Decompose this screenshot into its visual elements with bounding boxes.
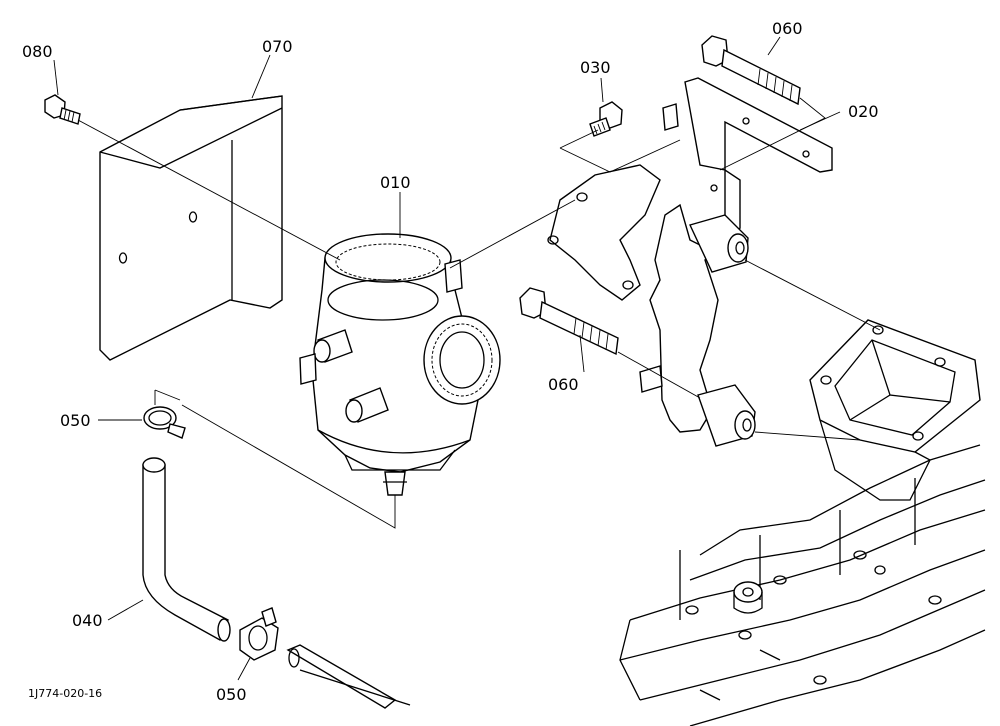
part-070-cover[interactable] (99, 95, 283, 361)
callout-050-lower: 050 (216, 685, 247, 704)
callout-060-lower: 060 (548, 375, 579, 394)
part-010-filter[interactable] (299, 233, 501, 496)
callout-labels: 080 070 010 030 060 020 060 050 040 050 … (22, 19, 879, 704)
callout-leaders (53, 36, 841, 681)
callout-050-upper: 050 (60, 411, 91, 430)
part-060-bolt-lower[interactable] (519, 287, 619, 356)
callout-070: 070 (262, 37, 293, 56)
callout-010: 010 (380, 173, 411, 192)
part-020-bracket[interactable] (547, 77, 833, 447)
part-050-clamp-lower[interactable] (239, 607, 279, 661)
tube-continuation (286, 644, 411, 709)
part-050-clamp-upper[interactable] (143, 406, 186, 439)
part-060-bolt-upper[interactable] (701, 35, 801, 106)
callout-060-upper: 060 (772, 19, 803, 38)
drawing-number: 1J774-020-16 (28, 687, 102, 700)
callout-040: 040 (72, 611, 103, 630)
callout-080: 080 (22, 42, 53, 61)
assembly-lines (77, 97, 881, 529)
part-030-bolt[interactable] (589, 101, 623, 137)
part-040-hose[interactable] (142, 457, 231, 642)
part-080-bolt[interactable] (44, 94, 81, 125)
callout-030: 030 (580, 58, 611, 77)
callout-020: 020 (848, 102, 879, 121)
engine-block (619, 319, 986, 726)
